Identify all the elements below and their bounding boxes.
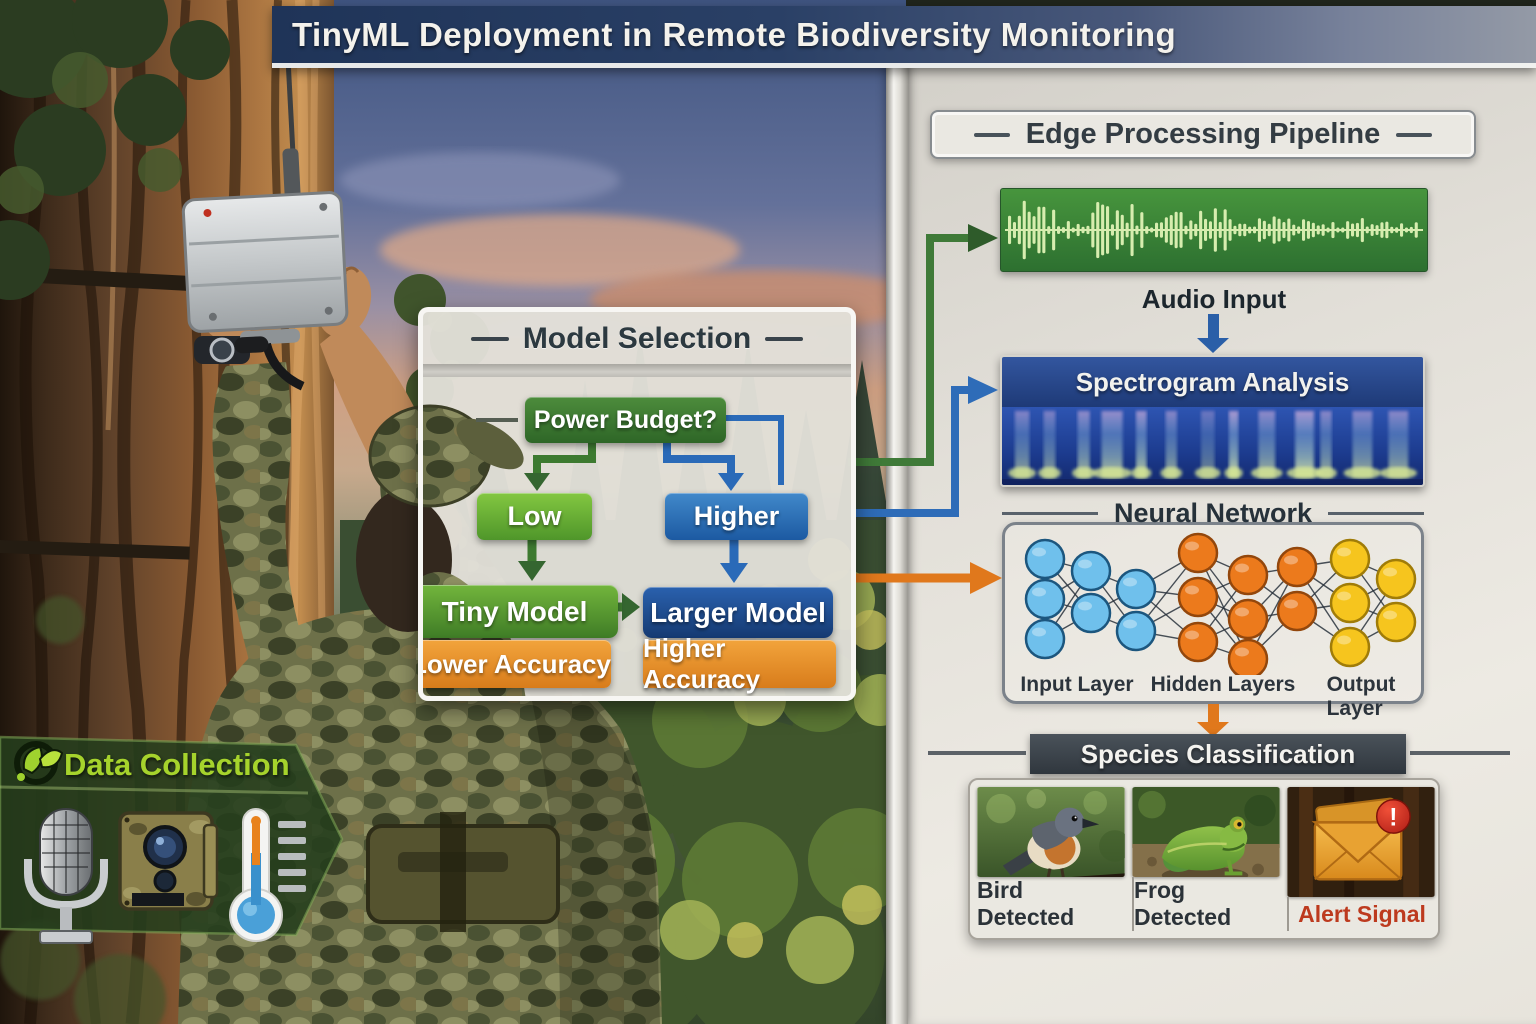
- result-alert: ! Alert Signal: [1287, 787, 1435, 931]
- species-classification-header: Species Classification: [1030, 734, 1406, 774]
- frog-detected-label: Frog Detected: [1132, 877, 1280, 931]
- pipeline-header: Edge Processing Pipeline: [930, 110, 1476, 159]
- vertical-divider: [886, 64, 908, 1024]
- bird-detected-label: Bird Detected: [977, 877, 1075, 930]
- audio-waveform-box: [1000, 188, 1428, 272]
- result-frog: Frog Detected: [1132, 787, 1280, 931]
- leaf-icon: [14, 741, 64, 785]
- nn-line-right: [1328, 512, 1424, 515]
- frog-photo: [1132, 787, 1280, 877]
- species-line-left: [928, 751, 1026, 755]
- svg-text:!: !: [1389, 804, 1397, 831]
- spectrogram-box: Spectrogram Analysis: [1000, 355, 1425, 487]
- alert-signal-label: Alert Signal: [1287, 897, 1435, 931]
- audio-to-spectrogram-arrow: [1197, 314, 1229, 353]
- species-line-right: [1410, 751, 1510, 755]
- title-dash-right: [765, 337, 804, 341]
- tiny-model-box: Tiny Model: [423, 585, 618, 638]
- panel-separator: [423, 364, 851, 377]
- neural-network-title-row: Neural Network: [1002, 498, 1424, 529]
- branch-higher: Higher: [665, 493, 808, 540]
- nn-layer-labels: Input Layer Hidden Layers Output Layer: [1005, 673, 1421, 720]
- neural-network-title: Neural Network: [1113, 498, 1313, 528]
- thermometer-icon: [229, 808, 306, 942]
- nn-to-classification-arrow: [1197, 704, 1229, 737]
- model-selection-title: Model Selection: [522, 322, 752, 355]
- output-layer-label: Output Layer: [1326, 673, 1396, 720]
- spectrogram-label: Spectrogram Analysis: [1075, 366, 1350, 397]
- higher-accuracy-box: Higher Accuracy: [643, 633, 836, 694]
- power-budget-decision: Power Budget?: [525, 397, 726, 443]
- waveform-graphic: [1005, 200, 1423, 260]
- neural-network-graphic: [1024, 532, 1417, 675]
- spectrogram-graphic: [1002, 407, 1423, 485]
- spectrogram-header: Spectrogram Analysis: [1002, 357, 1423, 407]
- pipeline-dash-right: [1396, 132, 1433, 137]
- larger-model-box: Larger Model: [643, 587, 833, 638]
- model-selection-panel: Model Selection Power Budget? Low Higher…: [418, 307, 856, 701]
- trail-camera-icon: [118, 811, 219, 911]
- sensor-device: [181, 58, 349, 391]
- alert-envelope-icon: !: [1287, 787, 1435, 897]
- title-dash-left: [470, 337, 509, 341]
- neural-network-panel: Input Layer Hidden Layers Output Layer: [1002, 522, 1424, 720]
- pipeline-dash-left: [973, 132, 1010, 137]
- data-collection-title: Data Collection: [64, 747, 290, 782]
- classification-results-card: Bird Detected: [968, 778, 1440, 940]
- pipeline-title: Edge Processing Pipeline: [1025, 118, 1381, 150]
- microphone-icon: [24, 808, 108, 944]
- nn-line-left: [1002, 512, 1098, 515]
- audio-input-label: Audio Input: [1141, 284, 1287, 314]
- hidden-layers-label: Hidden Layers: [1150, 673, 1296, 696]
- lower-accuracy-box: Lower Accuracy: [423, 640, 611, 688]
- input-layer-label: Input Layer: [1020, 673, 1134, 696]
- man-left-arm: [212, 362, 306, 672]
- page-title: TinyML Deployment in Remote Biodiversity…: [292, 15, 1177, 53]
- result-bird: Bird Detected: [977, 787, 1125, 931]
- bird-photo: [977, 787, 1125, 877]
- branch-low: Low: [477, 493, 592, 540]
- title-bar: TinyML Deployment in Remote Biodiversity…: [272, 6, 1536, 68]
- species-classification-label: Species Classification: [1080, 738, 1356, 769]
- data-collection-banner: Data Collection: [0, 733, 350, 961]
